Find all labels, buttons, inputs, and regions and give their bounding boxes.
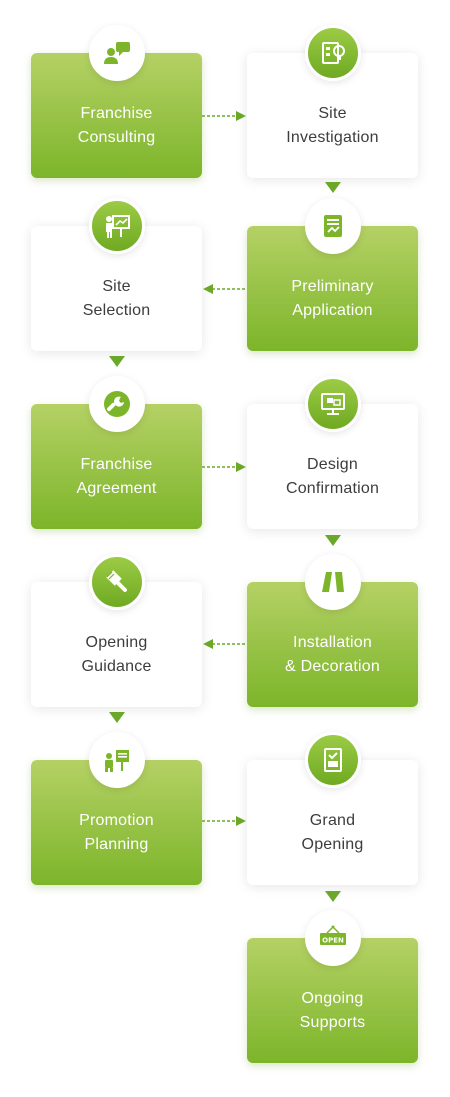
monitor-design-icon: [305, 376, 361, 432]
step-label: Design Confirmation: [285, 455, 380, 497]
step-label: Franchise Consulting: [77, 104, 156, 146]
open-sign-icon: OPEN: [305, 910, 361, 966]
arrow-right-connector: [202, 815, 247, 827]
arrow-right-connector: [202, 461, 247, 473]
presentation-icon: [89, 198, 145, 254]
step-label: Grand Opening: [301, 811, 364, 853]
step-label: Franchise Agreement: [76, 455, 157, 497]
site-investigation-icon: [305, 25, 361, 81]
arrow-down-connector: [325, 891, 341, 903]
wrench-icon: [89, 376, 145, 432]
panels-icon: [305, 554, 361, 610]
arrow-down-connector: [325, 535, 341, 547]
step-label: Opening Guidance: [81, 633, 152, 675]
arrow-left-connector: [202, 638, 247, 650]
step-site-investigation: Site Investigation: [247, 53, 418, 178]
arrow-down-connector: [109, 712, 125, 724]
checklist-icon: [305, 732, 361, 788]
promotion-board-icon: [89, 732, 145, 788]
step-label: Ongoing Supports: [299, 989, 366, 1031]
arrow-down-connector: [325, 182, 341, 194]
consulting-icon: [89, 25, 145, 81]
step-label: Installation & Decoration: [285, 633, 380, 675]
step-label: Site Selection: [82, 277, 151, 319]
step-label: Promotion Planning: [79, 811, 154, 853]
arrow-left-connector: [202, 283, 247, 295]
brush-icon: [89, 554, 145, 610]
step-label: Site Investigation: [286, 104, 379, 146]
step-label: Preliminary Application: [291, 277, 374, 319]
application-icon: [305, 198, 361, 254]
arrow-right-connector: [202, 110, 247, 122]
arrow-down-connector: [109, 356, 125, 368]
open-sign-text: OPEN: [322, 937, 344, 945]
